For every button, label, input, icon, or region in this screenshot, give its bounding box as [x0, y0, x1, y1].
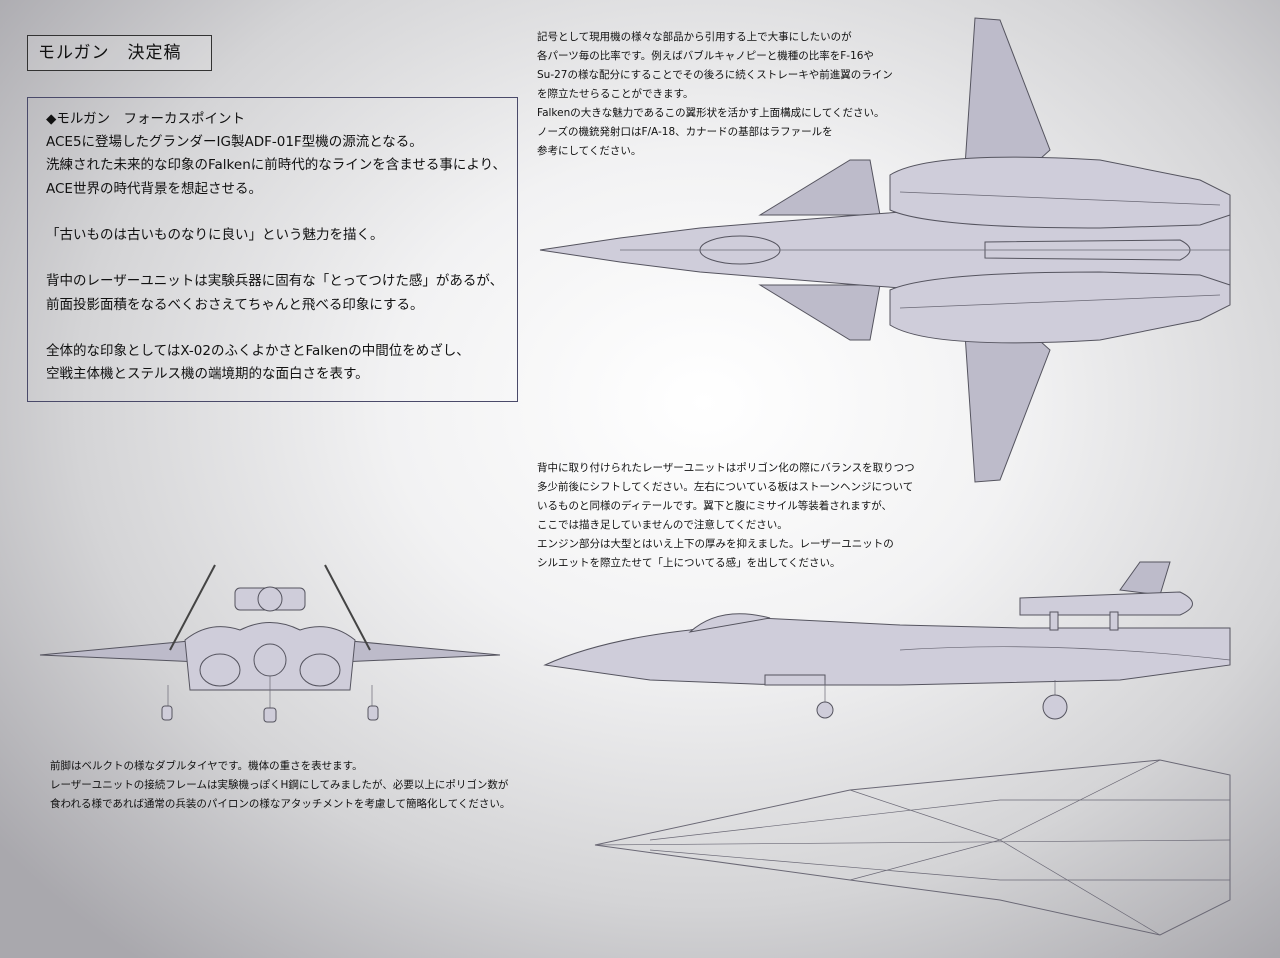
- note-line: 食われる様であれば通常の兵装のパイロンの様なアタッチメントを考慮して簡略化してく…: [50, 798, 511, 810]
- focus-line: [46, 317, 517, 340]
- note-line: ここでは描き足していませんので注意してください。: [537, 519, 788, 531]
- focus-line: 洗練された未来的な印象のFalkenに前時代的なラインを含ませる事により、: [46, 157, 507, 174]
- focus-line: 空戦主体機とステルス機の端境期的な面白さを表す。: [46, 366, 369, 383]
- side-canopy: [688, 613, 771, 633]
- front-nose: [253, 643, 287, 677]
- focus-line: [46, 247, 517, 270]
- side-view-note: 背中に取り付けられたレーザーユニットはポリゴン化の際にバランスを取りつつ 多少前…: [537, 459, 915, 573]
- focus-line: 前面投影面積をなるべくおさえてちゃんと飛べる印象にする。: [46, 296, 424, 313]
- front-view-note: 前脚はベルクトの様なダブルタイヤです。機体の重さを表せます。 レーザーユニットの…: [50, 757, 510, 814]
- engine-nacelle-upper: [889, 156, 1231, 229]
- note-line: 記号として現用機の様々な部品から引用する上で大事にしたいのが: [537, 31, 852, 43]
- note-line: レーザーユニットの接続フレームは実験機っぽくH鋼にしてみましたが、必要以上にポリ…: [50, 779, 509, 791]
- canard-lower: [758, 284, 881, 341]
- engine-nacelle-lower: [889, 271, 1231, 344]
- note-line: ノーズの機銃発射口はF/A-18、カナードの基部はラファールを: [537, 126, 833, 138]
- note-line: エンジン部分は大型とはいえ上下の厚みを抑えました。レーザーユニットの: [537, 538, 894, 550]
- note-line: 背中に取り付けられたレーザーユニットはポリゴン化の際にバランスを取りつつ: [537, 462, 915, 474]
- front-view-drawing: [39, 564, 501, 723]
- note-line: 各パーツ毎の比率です。例えばバブルキャノピーと機種の比率をF-16や: [537, 50, 874, 62]
- note-line: シルエットを際立たせて「上についてる感」を出してください。: [537, 557, 841, 569]
- focus-line: 背中のレーザーユニットは実験兵器に固有な「とってつけた感」があるが、: [46, 273, 504, 290]
- note-line: 前脚はベルクトの様なダブルタイヤです。機体の重さを表せます。: [50, 760, 363, 772]
- nose-wheel: [816, 701, 834, 719]
- side-fuselage: [543, 617, 1231, 686]
- note-line: Su-27の様な配分にすることでその後ろに続くストレーキや前進翼のライン: [537, 69, 893, 81]
- note-line: を際立たせらることができます。: [537, 88, 694, 100]
- underside-view-drawing: [594, 759, 1231, 936]
- top-view-drawing: [539, 17, 1231, 483]
- focus-line: ◆モルガン フォーカスポイント: [46, 111, 245, 127]
- note-line: 多少前後にシフトしてください。左右についている板はストーンヘンジについて: [537, 481, 914, 493]
- focus-line: 全体的な印象としてはX-02のふくよかさとFalkenの中間位をめざし、: [46, 342, 470, 359]
- canard-upper: [758, 159, 881, 216]
- note-line: Falkenの大きな魅力であるこの翼形状を活かす上面構成にしてください。: [537, 107, 885, 119]
- focus-line: 「古いものは古いものなりに良い」という魅力を描く。: [46, 227, 384, 243]
- note-line: 参考にしてください。: [537, 145, 642, 157]
- focus-line: [46, 201, 517, 224]
- note-line: いるものと同様のディテールです。翼下と腹にミサイル等装着されますが、: [537, 500, 893, 512]
- focus-point-box: ◆モルガン フォーカスポイント ACE5に登場したグランダーIG製ADF-01F…: [27, 97, 518, 402]
- top-view-note: 記号として現用機の様々な部品から引用する上で大事にしたいのが 各パーツ毎の比率で…: [537, 28, 893, 161]
- side-view-drawing: [543, 561, 1231, 720]
- tail-fin: [1119, 561, 1171, 596]
- main-wheel: [1042, 694, 1068, 720]
- page-title: モルガン 決定稿: [27, 35, 212, 71]
- focus-line: ACE世界の時代背景を想起させる。: [46, 180, 262, 197]
- laser-unit-side: [1019, 591, 1193, 616]
- focus-line: ACE5に登場したグランダーIG製ADF-01F型機の源流となる。: [46, 134, 423, 151]
